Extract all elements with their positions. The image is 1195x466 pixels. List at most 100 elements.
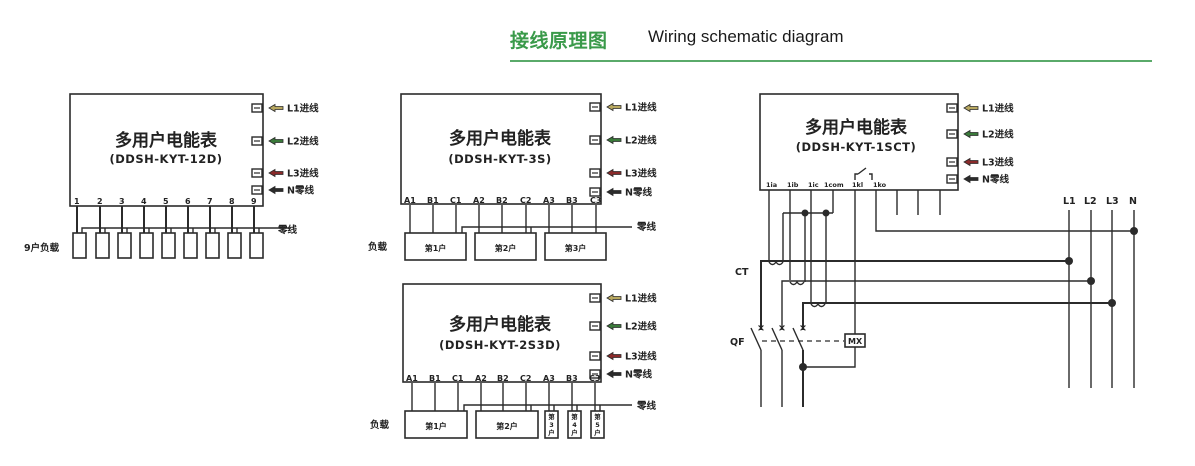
arrow-left-icon [606,135,622,145]
small-load-box [544,410,559,439]
small-load-box [567,410,582,439]
arrow-left-icon [606,168,622,178]
input-0: L1进线 [589,293,657,305]
arrow-left-icon [606,321,622,331]
input-3: N零线 [251,185,314,197]
input-label: L3进线 [982,157,1014,169]
small-load-label: 第 [594,412,601,421]
arrow-left-icon [606,187,622,197]
terminal-label: A3 [543,374,555,383]
line-label-l2: L2 [1084,196,1097,207]
meter-12d-box [69,93,264,207]
input-2: L3进线 [589,351,657,363]
phase-b-wire [781,280,1091,330]
junction-dot [799,363,807,371]
meter-12d-model: (DDSH-KYT-12D) [110,152,223,166]
terminal-label: C1 [452,374,464,383]
phase-c-wire [802,302,1112,330]
household-load-box [475,410,539,439]
household-load-label: 第2户 [495,243,517,253]
input-2: L3进线 [589,168,657,180]
terminal-label: 9 [251,197,257,206]
junction-dot [1065,257,1073,265]
household-load-label: 第2户 [496,421,518,431]
terminal-label: B2 [496,196,508,205]
ct-coil-a [768,260,784,266]
meter-12d-neutral-label: 零线 [277,224,298,236]
terminal-label: A1 [406,374,418,383]
small-load-label: 户 [594,428,601,437]
terminal-1ia: 1ia [766,181,777,189]
meter-2s3d-neutral-label: 零线 [636,400,657,412]
junction-dot [1108,299,1116,307]
junction-dot [1130,227,1138,235]
arrow-left-icon [268,103,284,113]
terminal-block-icon [251,185,263,195]
input-1: L2进线 [589,321,657,333]
phase-a-wire [760,260,1069,330]
diagram-header: 接线原理图 Wiring schematic diagram [510,22,1152,62]
household-load-label: 第1户 [425,243,447,253]
input-label: L2进线 [982,129,1014,141]
load-box [161,232,176,259]
input-label: N零线 [982,174,1009,186]
terminal-label: 6 [185,197,191,206]
meter-3s-model: (DDSH-KYT-3S) [448,152,551,166]
arrow-left-icon [268,168,284,178]
input-label: L3进线 [625,168,657,180]
terminal-label: 8 [229,197,235,206]
terminal-block-icon [589,321,601,331]
input-2: L3进线 [946,157,1014,169]
meter-3s-load-label: 负载 [368,241,388,253]
terminal-label: C2 [520,196,531,205]
terminal-label: 2 [97,197,103,206]
input-1: L2进线 [251,136,319,148]
terminal-label: B3 [566,374,578,383]
small-load-box [590,410,605,439]
input-0: L1进线 [946,103,1014,115]
meter-2s3d-name: 多用户电能表 [449,314,552,335]
neutral-wire [463,404,632,411]
line-label-n: N [1129,196,1137,207]
arrow-left-icon [963,174,979,184]
terminal-block-icon [251,136,263,146]
small-load-label: 5 [595,421,600,429]
terminal-label: A2 [473,196,485,205]
terminal-label: B1 [427,196,439,205]
load-box [183,232,198,259]
meter-12d-load-label: 9户负载 [24,242,60,254]
arrow-left-icon [606,369,622,379]
qf-label: QF [730,337,745,348]
header-title-zh: 接线原理图 [510,30,608,52]
meter-3s-neutral-label: 零线 [636,221,657,233]
terminal-block-icon [589,102,601,112]
terminal-label: 4 [141,197,147,206]
header-title-en: Wiring schematic diagram [648,27,844,46]
terminal-1ib: 1ib [787,181,799,189]
terminal-label: C1 [450,196,462,205]
wire-1ko-n [875,190,1134,232]
input-3: N零线 [589,369,652,381]
input-label: N零线 [287,185,314,197]
input-label: L3进线 [625,351,657,363]
input-label: N零线 [625,187,652,199]
svg-text:×: × [778,323,786,334]
household-load-box [544,232,607,261]
terminal-block-icon [946,157,958,167]
input-0: L1进线 [589,102,657,114]
meter-1sct-model: (DDSH-KYT-1SCT) [796,140,917,154]
terminal-block-icon [589,351,601,361]
terminal-block-icon [251,168,263,178]
terminal-label: B1 [429,374,441,383]
terminal-block-icon [946,129,958,139]
terminal-1ko: 1ko [873,181,887,189]
small-load-label: 3 [549,421,554,429]
meter-3s-name: 多用户电能表 [449,128,552,149]
input-label: L1进线 [982,103,1014,115]
input-2: L3进线 [251,168,319,180]
terminal-label: 1 [74,197,80,206]
line-label-l3: L3 [1106,196,1119,207]
